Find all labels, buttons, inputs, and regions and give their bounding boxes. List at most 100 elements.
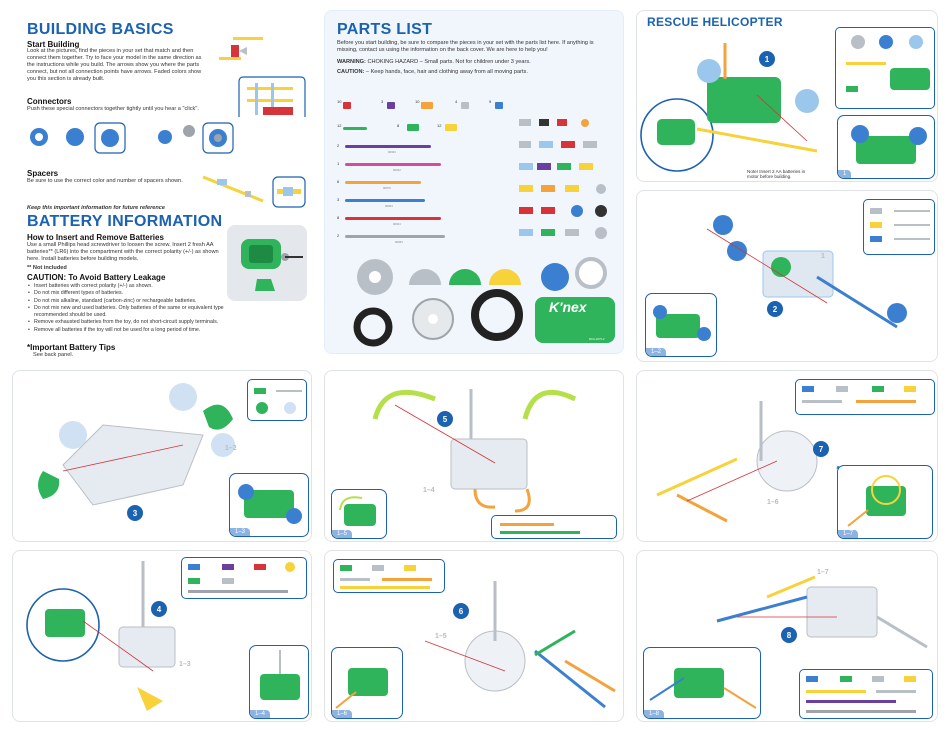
step3-illustration bbox=[38, 383, 235, 506]
step3-preview-art bbox=[238, 484, 302, 524]
motor-icon bbox=[241, 239, 303, 291]
rod-qty: 2 bbox=[337, 233, 340, 238]
step-number-badge: 3 bbox=[127, 505, 143, 521]
warning-text: CHOKING HAZARD – Small parts. Not for ch… bbox=[367, 59, 531, 65]
parts-warning: WARNING: CHOKING HAZARD – Small parts. N… bbox=[337, 59, 617, 66]
part-qty: 10 bbox=[415, 99, 420, 104]
battery-howto-heading: How to Insert and Remove Batteries bbox=[27, 233, 164, 242]
step6-preview-art bbox=[335, 668, 388, 709]
battery-caution-item: Do not mix alkaline, standard (carbon-zi… bbox=[27, 298, 237, 306]
battery-caution-item: Do not mix different types of batteries. bbox=[27, 290, 237, 298]
rod-qty: 6 bbox=[337, 179, 340, 184]
motor-part-number: RCA-2272-2 bbox=[589, 337, 605, 341]
step6-preview: 1–6 bbox=[331, 647, 403, 719]
step8-preview: 1–8 bbox=[643, 647, 761, 719]
step-range-label: 1–6 bbox=[332, 710, 353, 718]
step2-panel: 1 2 1–2 bbox=[636, 190, 938, 362]
step3-parts bbox=[247, 379, 307, 421]
part-connector bbox=[407, 124, 419, 131]
step4-parts-art bbox=[188, 562, 295, 593]
step5-preview-art bbox=[339, 496, 376, 526]
step2-parts bbox=[863, 199, 935, 255]
connectors-heading: Connectors bbox=[27, 97, 72, 106]
rod-qty: 1 bbox=[337, 161, 340, 166]
part-connector bbox=[343, 102, 351, 109]
part-connector bbox=[421, 102, 433, 109]
step7-panel: 7 1–6 1–7 bbox=[636, 370, 938, 542]
step-number-badge: 7 bbox=[813, 441, 829, 457]
step-range-label: 1–2 bbox=[646, 348, 667, 356]
step6-parts-art bbox=[340, 565, 432, 589]
step4-preview-art bbox=[260, 650, 300, 700]
part-connector bbox=[387, 102, 395, 109]
battery-motor-photo bbox=[227, 225, 307, 301]
step6-illustration bbox=[424, 581, 616, 709]
step1-parts-art bbox=[846, 35, 930, 92]
parts-motor-box: K'nex RCA-2272-2 bbox=[535, 297, 615, 343]
step-range-label: 1–7 bbox=[838, 530, 859, 538]
rod-part-number: 90964 bbox=[385, 204, 393, 208]
step-range-label: 1–3 bbox=[230, 528, 251, 536]
step4-illustration bbox=[26, 561, 176, 711]
keep-reference-note: Keep this important information for futu… bbox=[27, 205, 165, 211]
rod-part-number: 90976 bbox=[383, 186, 391, 190]
battery-caution-item: Remove all batteries if the toy will not… bbox=[27, 327, 237, 335]
step-number-badge: 8 bbox=[781, 627, 797, 643]
rod-part bbox=[345, 145, 431, 148]
rod-part bbox=[345, 163, 441, 166]
step5-preview: 1–5 bbox=[331, 489, 387, 539]
step8-panel: 1–7 8 1–8 bbox=[636, 550, 938, 722]
step6-parts bbox=[333, 559, 445, 593]
knex-logo: K'nex bbox=[549, 299, 587, 315]
step2-parts-art bbox=[870, 208, 930, 242]
step5-panel: 5 1–4 1–5 bbox=[324, 370, 624, 542]
rod-part-number: 90953 bbox=[395, 240, 403, 244]
start-building-heading: Start Building bbox=[27, 40, 80, 49]
parts-list-title: PARTS LIST bbox=[337, 21, 433, 38]
connectors-text: Push these special connectors together t… bbox=[27, 106, 199, 112]
step1-preview-art bbox=[851, 125, 927, 164]
step4-parts bbox=[181, 557, 307, 599]
battery-info-title: BATTERY INFORMATION bbox=[27, 213, 223, 230]
battery-caution-list: Insert batteries with correct polarity (… bbox=[27, 283, 237, 334]
step-range-label: 1 bbox=[838, 170, 852, 178]
warning-label: WARNING: bbox=[337, 59, 366, 65]
part-qty: 9 bbox=[489, 99, 492, 104]
step8-parts-art bbox=[806, 676, 916, 713]
parts-connector-grid bbox=[519, 119, 607, 239]
parts-list-panel: PARTS LIST Before you start building, be… bbox=[324, 10, 624, 354]
prior-step-ghost-label: 1 bbox=[821, 253, 825, 260]
battery-caution-item: Remove exhausted batteries from the toy,… bbox=[27, 319, 237, 327]
step6-panel: 6 1–5 1–6 bbox=[324, 550, 624, 722]
start-building-text: Look at the pictures, find the pieces in… bbox=[27, 48, 202, 82]
building-basics-panel: BUILDING BASICS Start Building Look at t… bbox=[12, 10, 312, 362]
step3-preview: 1–3 bbox=[229, 473, 309, 537]
step7-preview: 1–7 bbox=[837, 465, 933, 539]
spacers-text: Be sure to use the correct color and num… bbox=[27, 178, 183, 184]
rod-part bbox=[345, 235, 445, 238]
step1-parts bbox=[835, 27, 935, 109]
step-number-badge: 2 bbox=[767, 301, 783, 317]
prior-step-ghost-label: 1–4 bbox=[423, 487, 435, 494]
battery-caution-item: Do not mix new and used batteries. Only … bbox=[27, 305, 237, 320]
part-qty: 4 bbox=[455, 99, 458, 104]
battery-caution-item: Insert batteries with correct polarity (… bbox=[27, 283, 237, 291]
rod-part bbox=[345, 217, 441, 220]
battery-caution-heading: CAUTION: To Avoid Battery Leakage bbox=[27, 273, 166, 282]
step2-illustration bbox=[706, 215, 907, 329]
rescue-helicopter-panel: RESCUE HELICOPTER 1 Note! Insert 2 AA ba… bbox=[636, 10, 938, 182]
prior-step-ghost-label: 1–2 bbox=[225, 445, 237, 452]
step5-illustration bbox=[372, 389, 577, 513]
part-qty: 12 bbox=[437, 123, 442, 128]
rod-part bbox=[345, 199, 425, 202]
step2-preview: 1–2 bbox=[645, 293, 717, 357]
parts-top-row: 10 3 10 4 9 bbox=[337, 99, 537, 115]
parts-big-connectors bbox=[353, 257, 607, 347]
part-connector bbox=[445, 124, 457, 131]
step5-parts-art bbox=[500, 523, 580, 534]
caution-label: CAUTION: bbox=[337, 69, 365, 75]
step8-illustration bbox=[716, 575, 928, 649]
rod-part-number: 90934 bbox=[393, 222, 401, 226]
rescue-helicopter-title: RESCUE HELICOPTER bbox=[647, 15, 783, 29]
